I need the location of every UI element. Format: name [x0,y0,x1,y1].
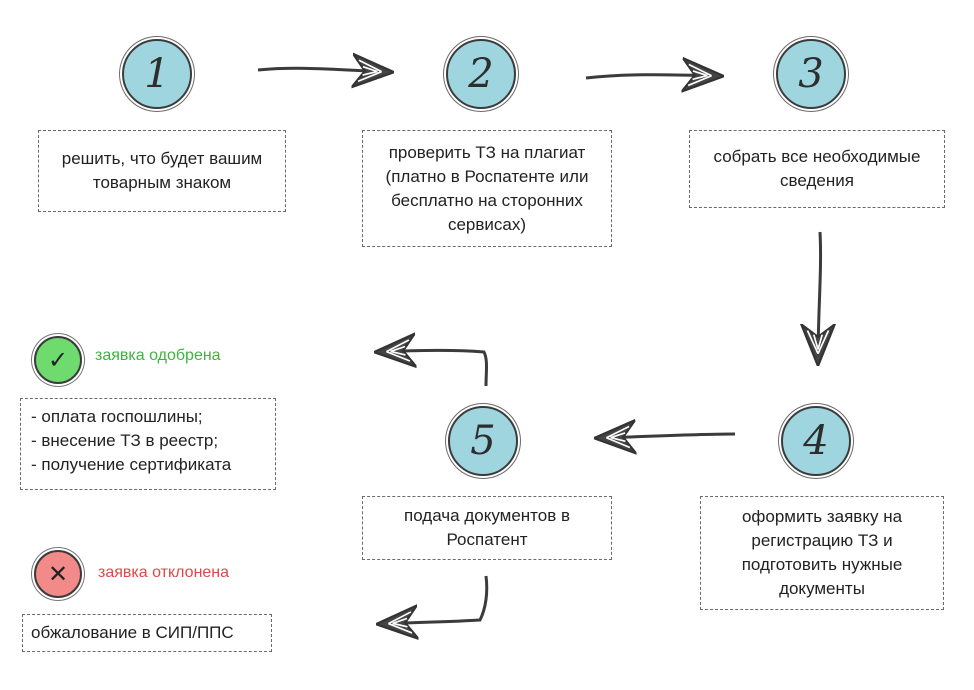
step-1-text: решить, что будет вашим товарным знаком [61,149,263,192]
arrow-5-to-rejected [380,575,489,624]
rejected-text: обжалование в СИП/ППС [31,623,234,642]
approved-item: - оплата госпошлины; [31,407,203,426]
step-2-text: проверить ТЗ на плагиат (платно в Роспат… [385,142,589,234]
step-5-text: подача документов в Роспатент [404,506,570,549]
step-3-number: 3 [798,51,824,97]
rejected-badge: ✕ [34,550,82,598]
step-4-text: оформить заявку на регистрацию ТЗ и подг… [741,507,903,598]
step-5-box: подача документов в Роспатент [362,496,612,560]
arrow-3-to-4 [818,231,821,362]
step-1-badge: 1 [122,39,192,109]
approved-badge: ✓ [34,336,82,384]
approved-box: - оплата госпошлины; - внесение ТЗ в рее… [20,398,276,490]
step-3-box: собрать все необходимые сведения [689,130,945,208]
arrow-5-to-approved [378,351,488,387]
arrow-1-to-2 [257,68,390,72]
rejected-box: обжалование в СИП/ППС [22,614,272,652]
cross-icon: ✕ [47,560,69,588]
rejected-label: заявка отклонена [98,564,230,581]
approved-item: - получение сертификата [31,455,232,474]
step-5-number: 5 [470,418,496,464]
step-3-text: собрать все необходимые сведения [713,147,921,190]
approved-item: - внесение ТЗ в реестр; [31,431,219,450]
step-5-badge: 5 [448,406,518,476]
step-2-box: проверить ТЗ на плагиат (платно в Роспат… [362,130,612,247]
step-4-number: 4 [803,418,829,464]
step-3-badge: 3 [776,39,846,109]
step-1-box: решить, что будет вашим товарным знаком [38,130,286,212]
approved-label: заявка одобрена [95,347,221,364]
check-icon: ✓ [47,346,69,374]
step-1-number: 1 [144,51,170,97]
arrow-2-to-3 [585,75,720,78]
step-4-box: оформить заявку на регистрацию ТЗ и подг… [700,496,944,610]
arrow-4-to-5 [598,434,736,438]
step-2-number: 2 [468,51,494,97]
step-2-badge: 2 [446,39,516,109]
step-4-badge: 4 [781,406,851,476]
